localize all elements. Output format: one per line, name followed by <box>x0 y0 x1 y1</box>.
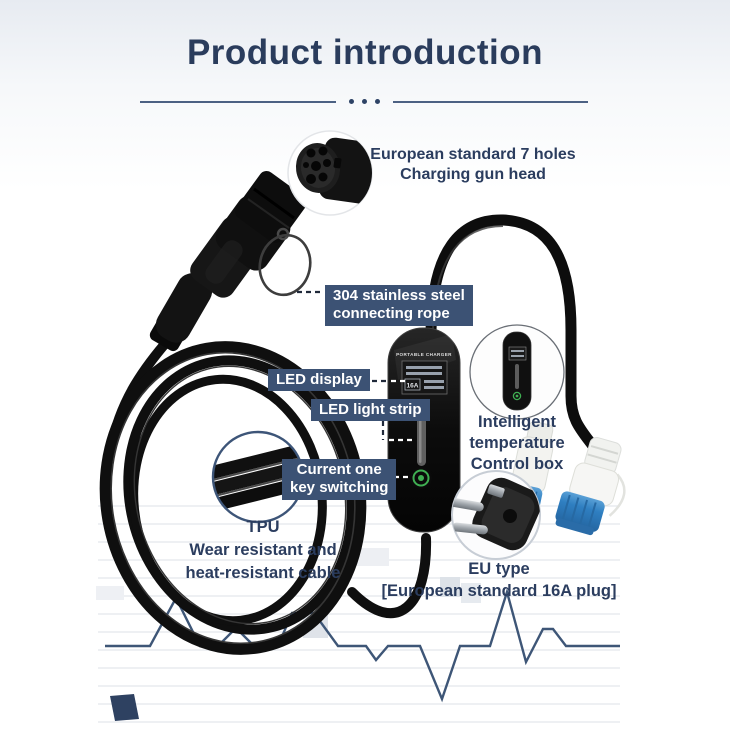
device-current-text: 16A <box>407 383 419 390</box>
callout-connectors <box>297 290 413 479</box>
callout-current-switch-badge: Current one key switching <box>282 459 397 500</box>
eu-plug-line2: [European standard 16A plug] <box>381 582 617 601</box>
divider-dots <box>348 99 380 104</box>
callout-temp-control-box: Intelligent temperature Control box <box>450 412 584 475</box>
callout-tpu: TPU Wear resistant and heat-resistant ca… <box>160 516 366 584</box>
gun-head-line1: European standard 7 holes <box>370 146 576 163</box>
current-switch-line1: Current one <box>296 461 382 478</box>
divider-line-left <box>140 100 336 103</box>
title-divider <box>140 99 588 104</box>
led-display: 16A <box>401 360 448 395</box>
charging-gun <box>149 171 312 352</box>
callout-rope-badge: 304 stainless steel connecting rope <box>325 285 473 326</box>
temp-line1: Intelligent <box>478 413 556 431</box>
control-box: PORTABLE CHARGER 16A <box>387 327 461 533</box>
device-brand-text: PORTABLE CHARGER <box>396 352 452 357</box>
temp-line2: temperature <box>469 434 565 453</box>
gun-head-inset <box>287 130 373 216</box>
navy-accent-square <box>110 694 139 721</box>
output-cable <box>425 214 599 452</box>
tpu-line1: TPU <box>246 518 280 536</box>
temp-line3: Control box <box>470 455 564 474</box>
tpu-line2: Wear resistant and <box>189 540 337 559</box>
callout-led-strip-badge: LED light strip <box>311 399 430 422</box>
rope-line1: 304 stainless steel <box>333 287 465 304</box>
rope-line2: connecting rope <box>333 305 450 323</box>
current-switch-line2: key switching <box>290 479 389 497</box>
divider-line-right <box>392 100 588 103</box>
tpu-line3: heat-resistant cable <box>185 563 341 582</box>
control-box-inset <box>469 324 565 420</box>
page-title: Product introduction <box>186 33 544 72</box>
eu-plug-inset <box>451 470 541 560</box>
steel-rope-loop <box>258 233 312 297</box>
power-button[interactable] <box>410 467 432 489</box>
callout-gun-head: European standard 7 holes Charging gun h… <box>366 145 580 185</box>
cee-plug-front <box>555 437 626 536</box>
callout-led-display-badge: LED display <box>268 369 370 392</box>
gun-head-line2: Charging gun head <box>400 166 546 183</box>
eu-plug-line1: EU type <box>468 560 530 578</box>
callout-eu-plug: EU type [European standard 16A plug] <box>371 558 627 603</box>
